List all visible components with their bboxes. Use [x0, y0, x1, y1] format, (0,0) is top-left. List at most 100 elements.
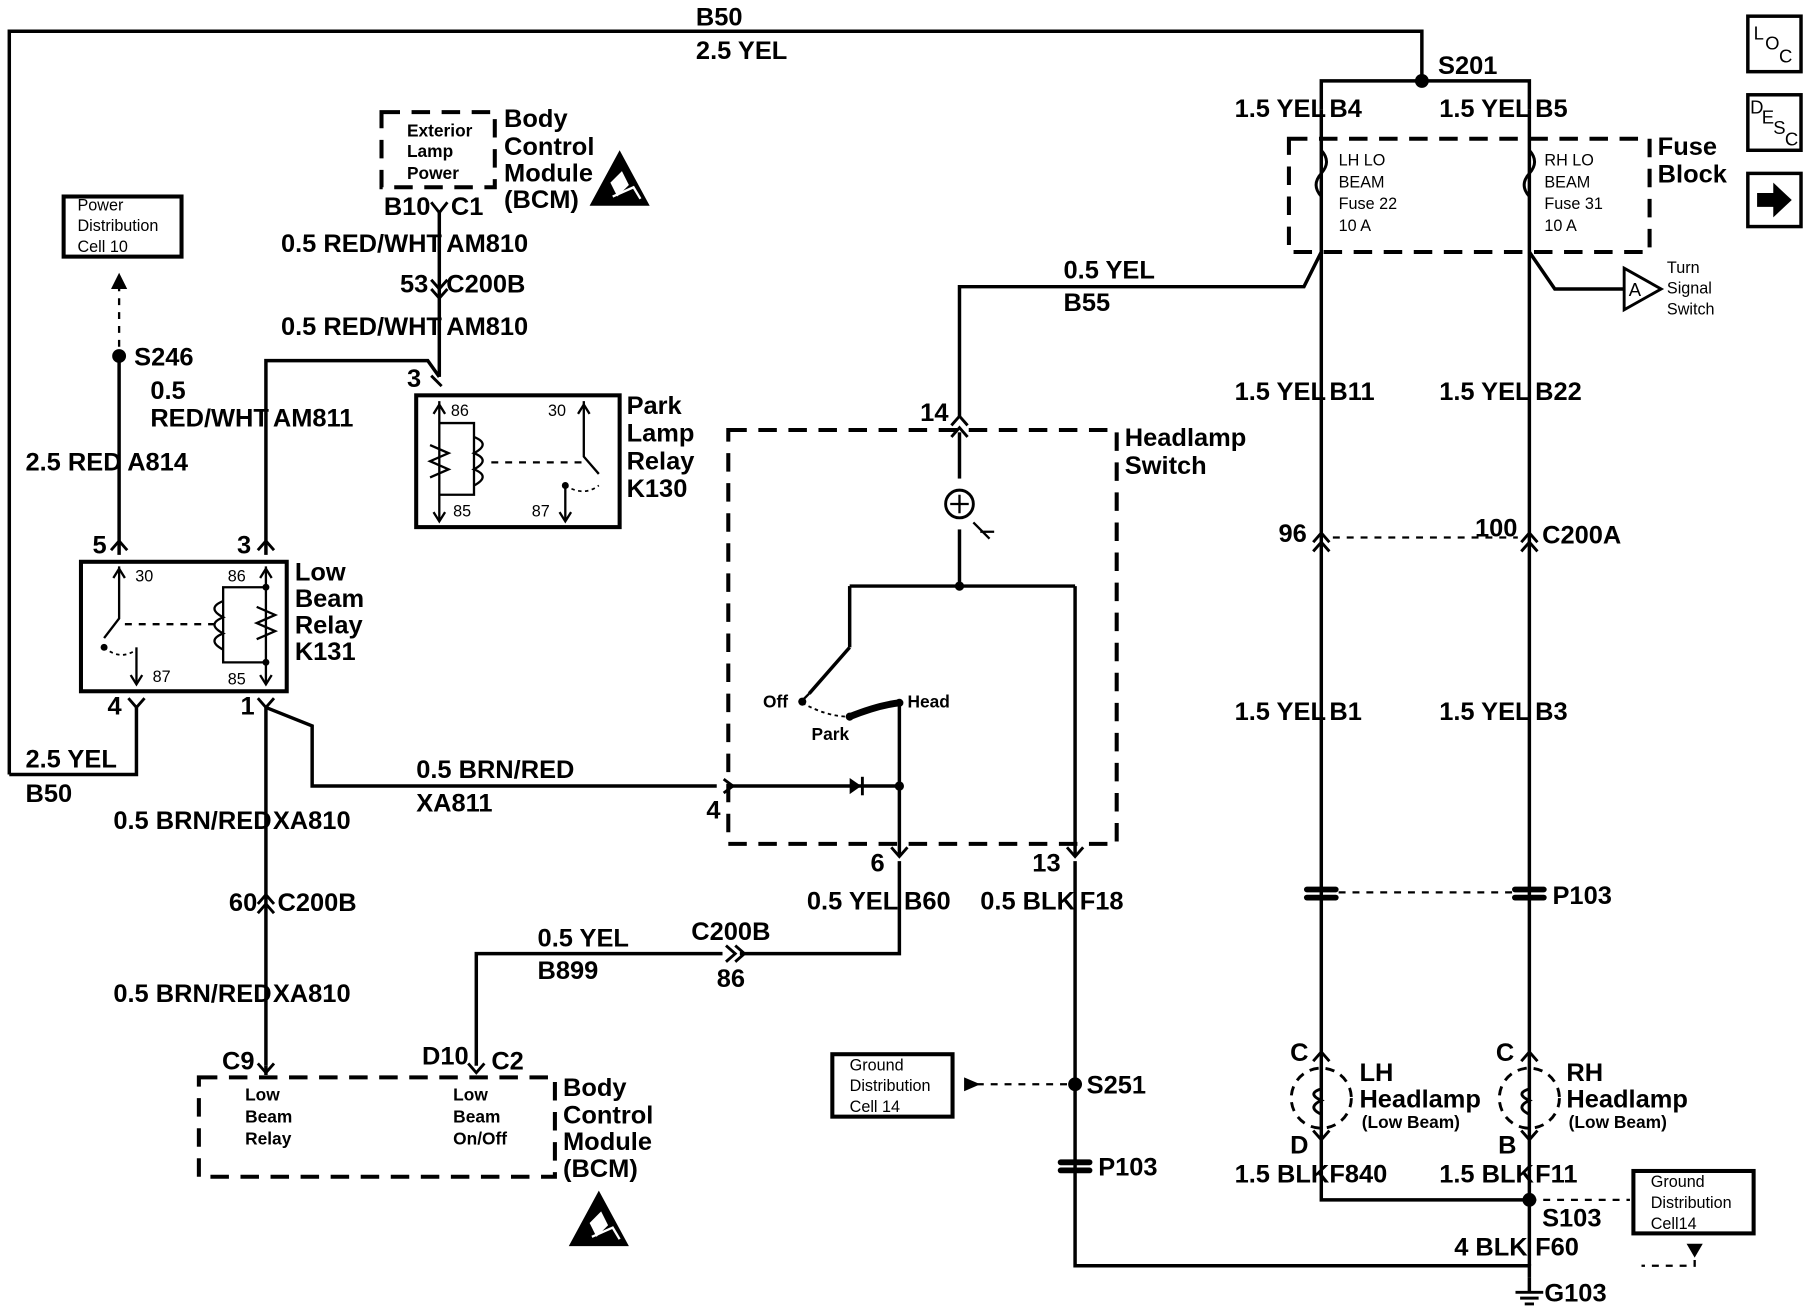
rh-fuse-3: Fuse 31 [1544, 195, 1602, 213]
bcm-bottom-left-3: Relay [245, 1128, 292, 1148]
bcm-bottom-left-2: Beam [245, 1106, 292, 1126]
lh-fuse-4: 10 A [1339, 217, 1372, 235]
conn-hs-14: 14 [920, 399, 948, 427]
conn-53-name: C200B [446, 270, 525, 298]
conn-c200a-right-pin: 100 [1475, 514, 1517, 542]
turn-signal-name-2: Signal [1667, 280, 1712, 298]
wire-b50-lower-id: B50 [25, 780, 72, 808]
rh-fuse-1: RH LO [1544, 151, 1593, 169]
loc-o: O [1765, 33, 1779, 54]
low-relay-pin-87: 87 [153, 668, 171, 686]
headlamp-switch: Off Park Head Headlamp Switch [726, 424, 1246, 846]
switch-off-label: Off [763, 691, 788, 711]
splice-s246 [112, 349, 127, 363]
bcm-top-inner-3: Power [407, 163, 459, 183]
wire-b60-id: B60 [904, 888, 951, 916]
wire-f60-spec: 4 BLK [1454, 1233, 1528, 1261]
wire-am810b-id: AM810 [446, 313, 528, 341]
park-relay-name-1: Park [627, 392, 683, 420]
wire-b3-spec: 1.5 YEL [1439, 698, 1530, 726]
next-page-button[interactable] [1746, 171, 1803, 229]
wire-xa811-id: XA811 [416, 789, 492, 817]
wire-a814-spec: 2.5 RED [25, 448, 121, 476]
fuse-block-name-1: Fuse [1658, 133, 1717, 161]
wire-xa810a-id: XA810 [273, 807, 351, 835]
conn-hs-6: 6 [870, 850, 884, 878]
fuse-block: LH LO BEAM Fuse 22 10 A RH LO BEAM Fuse … [1286, 133, 1728, 255]
wire-b3-id: B3 [1535, 698, 1568, 726]
rh-headlamp-name-2: Headlamp [1566, 1085, 1688, 1113]
wire-am810b-spec: 0.5 RED/WHT [281, 313, 442, 341]
lh-headlamp-name-2: Headlamp [1359, 1085, 1481, 1113]
wire-am811-gauge: 0.5 [150, 377, 185, 405]
wire-b22-spec: 1.5 YEL [1439, 378, 1530, 406]
low-relay-pin-85: 85 [228, 670, 246, 688]
wire-b22-id: B22 [1535, 378, 1582, 406]
splice-s251-label: S251 [1087, 1072, 1146, 1100]
desc-s: S [1773, 117, 1785, 138]
wire-labels: B50 2.5 YEL S201 1.5 YEL B4 1.5 YEL B5 B… [25, 3, 1621, 1307]
park-relay-name-2: Lamp [627, 420, 695, 448]
wire-b11-spec: 1.5 YEL [1235, 378, 1326, 406]
bcm-bottom-name-4: (BCM) [563, 1155, 638, 1183]
conn-low-relay-3: 3 [237, 532, 251, 560]
wire-b50-lower-spec: 2.5 YEL [25, 746, 116, 774]
desc-c: C [1785, 129, 1798, 150]
ground-dist-left-3: Cell 14 [850, 1098, 900, 1116]
conn-53-pin: 53 [400, 270, 428, 298]
rh-headlamp: RH Headlamp (Low Beam) [1497, 1059, 1688, 1132]
esd-warning-icon [589, 150, 650, 206]
desc-button[interactable]: D E S C [1746, 93, 1803, 153]
bcm-bottom-left-1: Low [245, 1084, 280, 1104]
splice-s201 [1414, 73, 1429, 88]
conn-c1: C1 [451, 193, 484, 221]
wire-b55-id: B55 [1064, 289, 1111, 317]
conn-c9: C9 [222, 1047, 255, 1075]
bcm-top-name-2: Control [504, 133, 594, 161]
bcm-bottom-name-3: Module [563, 1128, 652, 1156]
turn-signal-switch-ref[interactable]: A Turn Signal Switch [1622, 259, 1715, 319]
wire-am810a-id: AM810 [446, 230, 528, 258]
rh-headlamp-name-1: RH [1566, 1059, 1603, 1087]
loc-button[interactable]: L O C [1746, 14, 1803, 74]
low-relay-pin-86: 86 [228, 567, 246, 585]
lh-fuse-2: BEAM [1339, 173, 1385, 191]
switch-illumination-lamp-icon [944, 488, 975, 520]
arrow-right-icon [1757, 182, 1792, 218]
ground-distribution-ref-left[interactable]: Ground Distribution Cell 14 [830, 1052, 981, 1119]
bcm-bottom: Low Beam Relay Low Beam On/Off Body Cont… [196, 1074, 653, 1247]
ground-distribution-ref-right[interactable]: Ground Distribution Cell14 [1631, 1168, 1756, 1258]
connector-chevrons [109, 201, 1539, 1142]
conn-park-relay-3: 3 [407, 365, 421, 393]
park-relay-pin-86: 86 [451, 402, 469, 420]
conn-rh-b: B [1498, 1132, 1516, 1160]
conn-b10: B10 [384, 193, 431, 221]
park-relay-pin-87: 87 [532, 503, 550, 521]
ground-dist-left-2: Distribution [850, 1077, 931, 1095]
park-lamp-relay: 86 30 85 87 Park Lamp Relay K130 [414, 392, 695, 530]
fuse-block-name-2: Block [1658, 161, 1728, 189]
splice-s103-label: S103 [1542, 1204, 1601, 1232]
low-beam-relay: 30 86 87 85 Low Beam Relay K131 [78, 558, 364, 694]
loc-l: L [1754, 22, 1764, 43]
inline-connector-p103-left [1303, 886, 1339, 901]
wire-f18-spec: 0.5 BLK [980, 888, 1075, 916]
wire-b4-spec: 1.5 YEL [1235, 95, 1326, 123]
bcm-bottom-right-1: Low [453, 1084, 488, 1104]
wire-b60-spec: 0.5 YEL [807, 888, 898, 916]
wire-b11-id: B11 [1329, 378, 1374, 406]
conn-hs-4: 4 [706, 796, 720, 824]
desc-d: D [1750, 96, 1763, 117]
wire-f840-spec: 1.5 BLK [1235, 1161, 1330, 1189]
low-relay-pin-30: 30 [135, 567, 153, 585]
turn-signal-ref: A [1629, 279, 1642, 300]
bcm-bottom-right-3: On/Off [453, 1128, 507, 1148]
power-distribution-ref[interactable]: Power Distribution Cell 10 [61, 194, 184, 289]
splice-dots [112, 73, 1537, 1207]
bcm-top-inner-2: Lamp [407, 141, 453, 161]
wire-xa810b-spec: 0.5 BRN/RED [113, 980, 271, 1008]
conn-d10: D10 [422, 1043, 469, 1071]
wire-b899-id: B899 [538, 957, 599, 985]
wire-f11-id: F11 [1535, 1161, 1577, 1189]
